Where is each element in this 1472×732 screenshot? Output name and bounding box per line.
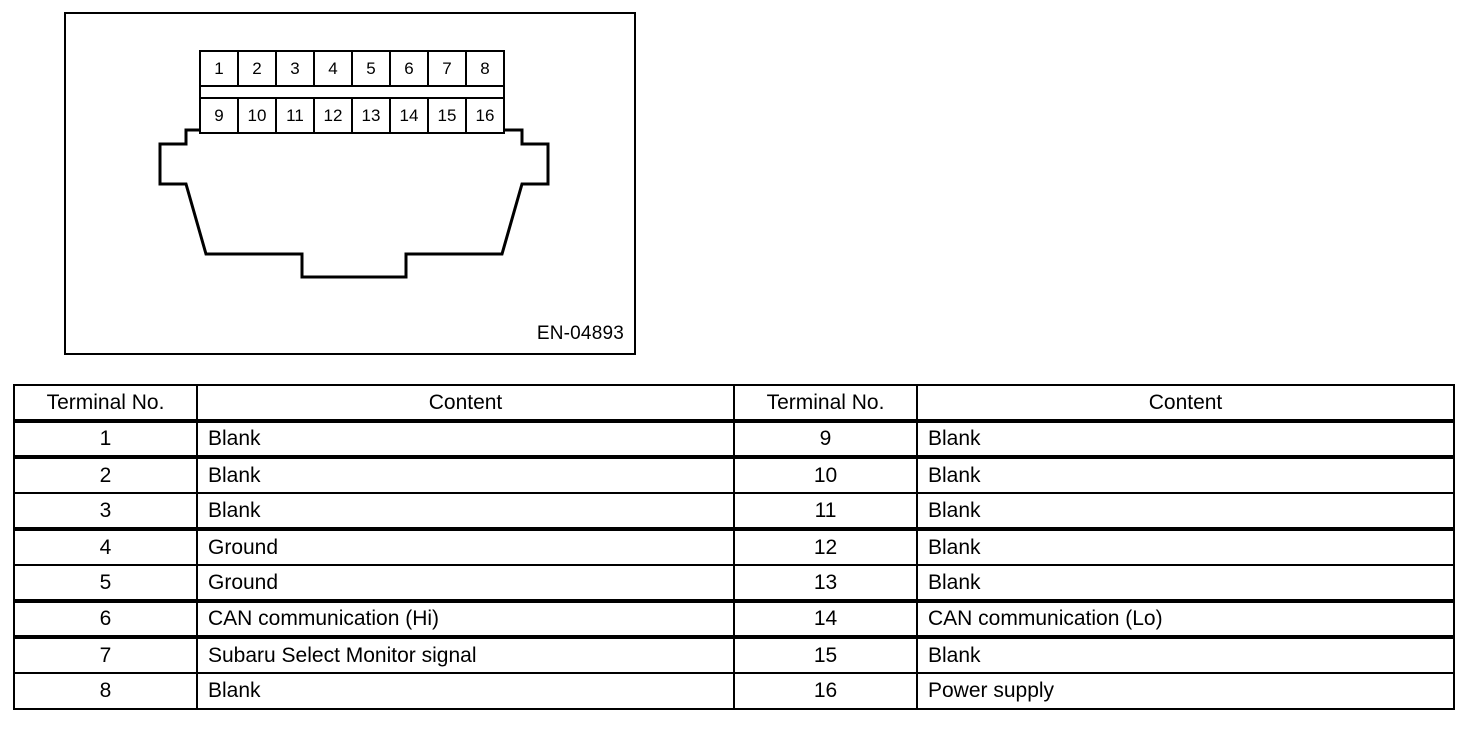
pin-cell-13: 13 (353, 99, 391, 132)
cell-terminal-no-left: 5 (13, 564, 198, 603)
cell-terminal-no-right: 12 (733, 528, 918, 566)
pin-grid-divider-band (201, 85, 503, 99)
cell-terminal-no-right: 14 (733, 600, 918, 639)
table-row: 2 Blank 10 Blank (13, 456, 1455, 494)
pin-row-top: 1 2 3 4 5 6 7 8 (201, 52, 503, 85)
pin-cell-4: 4 (315, 52, 353, 85)
cell-content-right: Blank (916, 564, 1455, 603)
cell-terminal-no-left: 6 (13, 600, 198, 639)
table-header-row: Terminal No. Content Terminal No. Conten… (13, 384, 1455, 423)
cell-terminal-no-left: 2 (13, 456, 198, 494)
table-row: 6 CAN communication (Hi) 14 CAN communic… (13, 600, 1455, 639)
cell-terminal-no-left: 8 (13, 672, 198, 710)
header-terminal-no-left: Terminal No. (13, 384, 198, 423)
pin-cell-15: 15 (429, 99, 467, 132)
connector-outline-diagram (144, 122, 564, 287)
cell-content-right: Power supply (916, 672, 1455, 710)
connector-figure-panel: 1 2 3 4 5 6 7 8 9 10 11 12 13 14 15 16 E… (64, 12, 636, 355)
cell-terminal-no-left: 7 (13, 636, 198, 674)
cell-terminal-no-right: 13 (733, 564, 918, 603)
cell-content-left: Blank (196, 492, 735, 531)
pin-cell-10: 10 (239, 99, 277, 132)
pin-cell-2: 2 (239, 52, 277, 85)
cell-content-right: Blank (916, 528, 1455, 566)
connector-pin-grid: 1 2 3 4 5 6 7 8 9 10 11 12 13 14 15 16 (199, 50, 505, 134)
cell-content-left: Blank (196, 672, 735, 710)
cell-content-right: Blank (916, 636, 1455, 674)
cell-terminal-no-left: 1 (13, 420, 198, 459)
pin-cell-5: 5 (353, 52, 391, 85)
cell-content-right: Blank (916, 492, 1455, 531)
terminal-assignment-table: Terminal No. Content Terminal No. Conten… (13, 384, 1455, 710)
cell-terminal-no-right: 9 (733, 420, 918, 459)
table-row: 8 Blank 16 Power supply (13, 672, 1455, 710)
cell-content-right: Blank (916, 456, 1455, 494)
pin-cell-14: 14 (391, 99, 429, 132)
cell-terminal-no-right: 10 (733, 456, 918, 494)
header-content-right: Content (916, 384, 1455, 423)
pin-cell-3: 3 (277, 52, 315, 85)
cell-content-right: CAN communication (Lo) (916, 600, 1455, 639)
table-row: 3 Blank 11 Blank (13, 492, 1455, 531)
pin-cell-9: 9 (201, 99, 239, 132)
cell-content-left: Ground (196, 564, 735, 603)
cell-terminal-no-left: 3 (13, 492, 198, 531)
table-row: 4 Ground 12 Blank (13, 528, 1455, 566)
header-terminal-no-right: Terminal No. (733, 384, 918, 423)
table-row: 7 Subaru Select Monitor signal 15 Blank (13, 636, 1455, 674)
cell-content-left: Ground (196, 528, 735, 566)
pin-cell-16: 16 (467, 99, 503, 132)
cell-terminal-no-left: 4 (13, 528, 198, 566)
pin-cell-12: 12 (315, 99, 353, 132)
cell-content-right: Blank (916, 420, 1455, 459)
table-row: 1 Blank 9 Blank (13, 420, 1455, 459)
cell-terminal-no-right: 11 (733, 492, 918, 531)
cell-content-left: CAN communication (Hi) (196, 600, 735, 639)
cell-content-left: Subaru Select Monitor signal (196, 636, 735, 674)
cell-terminal-no-right: 16 (733, 672, 918, 710)
connector-body-path (160, 130, 548, 277)
pin-cell-1: 1 (201, 52, 239, 85)
figure-reference-code: EN-04893 (536, 323, 624, 344)
pin-cell-7: 7 (429, 52, 467, 85)
cell-content-left: Blank (196, 456, 735, 494)
pin-row-bottom: 9 10 11 12 13 14 15 16 (201, 99, 503, 132)
cell-terminal-no-right: 15 (733, 636, 918, 674)
header-content-left: Content (196, 384, 735, 423)
cell-content-left: Blank (196, 420, 735, 459)
pin-cell-8: 8 (467, 52, 503, 85)
table-row: 5 Ground 13 Blank (13, 564, 1455, 603)
pin-cell-11: 11 (277, 99, 315, 132)
pin-cell-6: 6 (391, 52, 429, 85)
